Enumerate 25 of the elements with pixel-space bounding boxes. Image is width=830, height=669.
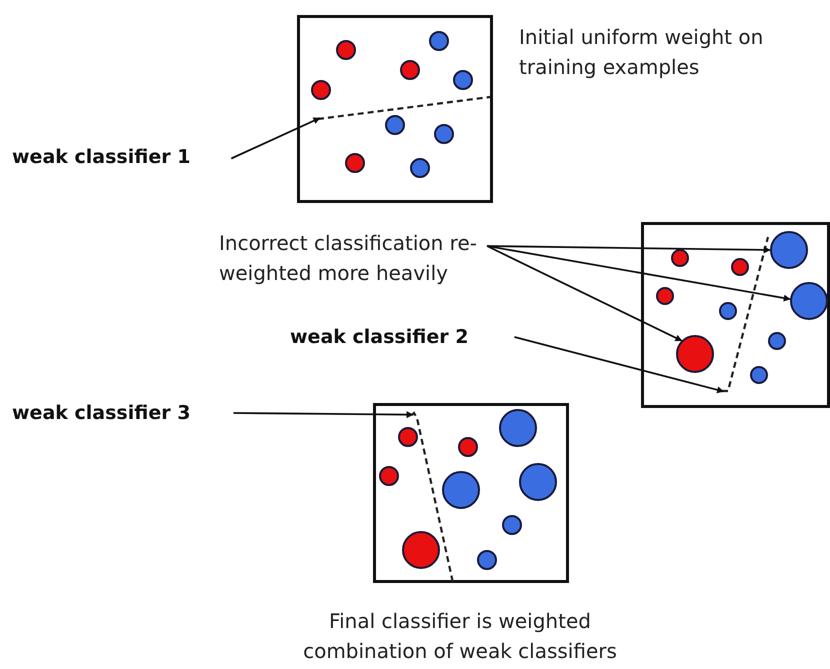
weighted-data-point bbox=[519, 463, 557, 501]
weighted-data-point bbox=[402, 531, 440, 569]
leader-arrow bbox=[486, 245, 791, 302]
classifier-label: weak classifier 2 bbox=[290, 322, 510, 352]
weighted-data-point bbox=[442, 471, 480, 509]
leader-arrow bbox=[230, 117, 320, 160]
decision-boundary bbox=[412, 413, 454, 583]
plot-panel bbox=[641, 222, 830, 408]
decision-boundary bbox=[722, 237, 768, 393]
weighted-data-point bbox=[770, 231, 808, 269]
annotation-text: Incorrect classification re-weighted more heavily bbox=[219, 228, 487, 288]
plot-panel bbox=[373, 403, 569, 583]
weighted-data-point bbox=[499, 409, 537, 447]
leader-arrow bbox=[486, 245, 771, 254]
plot-panel bbox=[297, 15, 493, 203]
weighted-data-point bbox=[676, 335, 714, 373]
decision-boundary bbox=[318, 96, 490, 120]
leader-arrow bbox=[514, 336, 724, 394]
classifier-label: weak classifier 1 bbox=[12, 142, 227, 172]
caption-text: Final classifier is weighted combination of weak classifiers bbox=[302, 608, 618, 665]
leader-arrow bbox=[233, 411, 414, 418]
weighted-data-point bbox=[790, 282, 828, 320]
caption-text: Initial uniform weight on training examples bbox=[519, 24, 764, 81]
leader-arrow bbox=[486, 245, 682, 342]
classifier-label: weak classifier 3 bbox=[12, 398, 227, 428]
